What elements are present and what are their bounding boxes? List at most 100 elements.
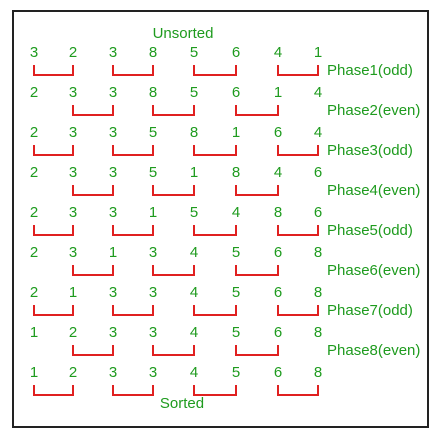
digit-cell: 1 [149,204,157,221]
phase-label: Phase5(odd) [327,222,413,239]
digit-cell: 6 [274,244,282,261]
swap-pair-bracket [33,305,74,316]
digit-cell: 4 [274,164,282,181]
digit-cell: 3 [149,284,157,301]
digit-cell: 3 [69,124,77,141]
digit-cell: 6 [274,124,282,141]
swap-pair-bracket [193,65,237,76]
digit-cell: 4 [190,284,198,301]
swap-pair-bracket [152,345,195,356]
digit-cell: 6 [274,364,282,381]
digit-cell: 1 [314,44,322,61]
digit-cell: 8 [314,284,322,301]
digit-cell: 1 [30,324,38,341]
unsorted-title: Unsorted [153,25,214,42]
digit-cell: 8 [190,124,198,141]
digit-cell: 8 [149,44,157,61]
swap-pair-bracket [235,185,279,196]
swap-pair-bracket [277,65,319,76]
swap-pair-bracket [277,385,319,396]
digit-cell: 4 [232,204,240,221]
swap-pair-bracket [72,185,114,196]
swap-pair-bracket [235,105,279,116]
digit-cell: 6 [314,204,322,221]
digit-cell: 1 [30,364,38,381]
digit-cell: 3 [149,324,157,341]
digit-cell: 1 [69,284,77,301]
swap-pair-bracket [72,345,114,356]
digit-cell: 5 [149,124,157,141]
swap-pair-bracket [72,105,114,116]
digit-cell: 2 [69,364,77,381]
digit-cell: 1 [109,244,117,261]
swap-pair-bracket [277,305,319,316]
phase-label: Phase6(even) [327,262,420,279]
digit-cell: 6 [232,84,240,101]
digit-cell: 2 [69,44,77,61]
digit-cell: 8 [274,204,282,221]
digit-cell: 3 [69,244,77,261]
swap-pair-bracket [277,225,319,236]
phase-label: Phase2(even) [327,102,420,119]
digit-cell: 5 [232,284,240,301]
digit-cell: 2 [30,164,38,181]
digit-cell: 4 [274,44,282,61]
swap-pair-bracket [235,345,279,356]
digit-cell: 1 [274,84,282,101]
swap-pair-bracket [33,225,74,236]
digit-cell: 2 [69,324,77,341]
swap-pair-bracket [112,65,154,76]
digit-cell: 3 [149,244,157,261]
swap-pair-bracket [193,145,237,156]
digit-cell: 6 [274,284,282,301]
phase-label: Phase3(odd) [327,142,413,159]
swap-pair-bracket [33,65,74,76]
digit-cell: 3 [109,204,117,221]
digit-cell: 3 [149,364,157,381]
swap-pair-bracket [277,145,319,156]
swap-pair-bracket [193,225,237,236]
swap-pair-bracket [112,385,154,396]
digit-cell: 3 [69,204,77,221]
digit-cell: 5 [232,364,240,381]
phase-label: Phase4(even) [327,182,420,199]
swap-pair-bracket [235,265,279,276]
digit-cell: 8 [232,164,240,181]
digit-cell: 5 [232,324,240,341]
digit-cell: 3 [109,324,117,341]
digit-cell: 2 [30,284,38,301]
digit-cell: 4 [190,324,198,341]
digit-cell: 3 [109,84,117,101]
digit-cell: 3 [109,124,117,141]
digit-cell: 5 [232,244,240,261]
digit-cell: 5 [190,44,198,61]
swap-pair-bracket [193,305,237,316]
digit-cell: 2 [30,204,38,221]
digit-cell: 4 [190,244,198,261]
digit-cell: 8 [314,364,322,381]
digit-cell: 1 [190,164,198,181]
digit-cell: 1 [232,124,240,141]
digit-cell: 5 [190,204,198,221]
swap-pair-bracket [112,305,154,316]
swap-pair-bracket [72,265,114,276]
digit-cell: 2 [30,84,38,101]
swap-pair-bracket [33,385,74,396]
sorted-title: Sorted [160,395,204,412]
swap-pair-bracket [193,385,237,396]
phase-label: Phase1(odd) [327,62,413,79]
swap-pair-bracket [152,185,195,196]
digit-cell: 2 [30,244,38,261]
digit-cell: 2 [30,124,38,141]
swap-pair-bracket [112,225,154,236]
phase-label: Phase8(even) [327,342,420,359]
swap-pair-bracket [112,145,154,156]
digit-cell: 4 [190,364,198,381]
digit-cell: 3 [69,84,77,101]
digit-cell: 8 [314,324,322,341]
digit-cell: 6 [232,44,240,61]
swap-pair-bracket [33,145,74,156]
phase-label: Phase7(odd) [327,302,413,319]
